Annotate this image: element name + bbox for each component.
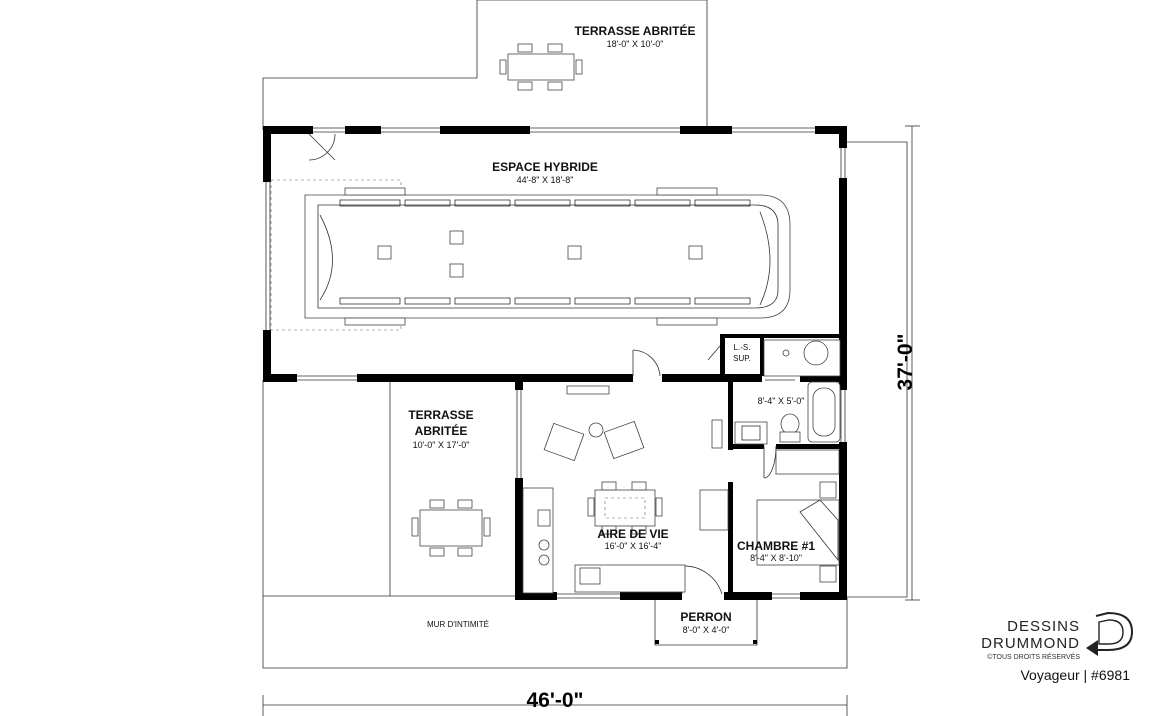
perron-dim: 8'-0" X 4'-0" [683, 625, 730, 635]
brand-line2: DRUMMOND [981, 635, 1080, 652]
perron-outline [654, 600, 758, 646]
chambre-name: CHAMBRE #1 [737, 539, 815, 553]
terrasse-side-name-line1: TERRASSE [408, 408, 473, 422]
terrasse-side-dim: 10'-0" X 17'-0" [413, 440, 470, 450]
aire-de-vie-dim: 16'-0" X 16'-4" [605, 541, 662, 551]
dimension-lines [262, 125, 920, 716]
dining-table-side-terrace [411, 499, 491, 557]
brand-logo-icon [1086, 611, 1134, 656]
overall-depth-label: 37'-0" [894, 334, 917, 391]
chambre-dim: 8'-4" X 8'-10" [750, 553, 802, 563]
brand-block: DESSINS DRUMMOND ©TOUS DROITS RÉSERVÉS V… [981, 611, 1134, 683]
terrasse-top-name: TERRASSE ABRITÉE [575, 23, 696, 38]
mur-intimite-note: MUR D'INTIMITÉ [427, 620, 489, 629]
terrasse-side-name-line2: ABRITÉE [415, 423, 468, 438]
bedroom-furniture [756, 449, 840, 583]
dining-table-top-terrace [499, 43, 583, 91]
living-furniture [522, 385, 729, 594]
laveuse-label-line1: L.-S. [734, 343, 751, 352]
bathroom-fixtures [734, 339, 841, 445]
plan-id: Voyageur | #6981 [1020, 667, 1130, 683]
overall-width-label: 46'-0" [527, 689, 584, 712]
walls [263, 126, 847, 600]
laveuse-label-line2: SUP. [733, 354, 751, 363]
terrasse-top-dim: 18'-0" X 10'-0" [607, 39, 664, 49]
rv-vehicle-drawing [270, 179, 791, 331]
aire-de-vie-name: AIRE DE VIE [597, 527, 668, 541]
brand-rights: ©TOUS DROITS RÉSERVÉS [987, 652, 1080, 661]
perron-name: PERRON [680, 610, 731, 624]
espace-hybride-name: ESPACE HYBRIDE [492, 160, 598, 174]
salle-bain-dim: 8'-4" X 5'-0" [758, 396, 805, 406]
espace-hybride-dim: 44'-8" X 18'-8" [517, 175, 574, 185]
roof-outlines [262, 0, 908, 669]
brand-line1: DESSINS [1007, 618, 1080, 635]
windows [265, 127, 846, 599]
